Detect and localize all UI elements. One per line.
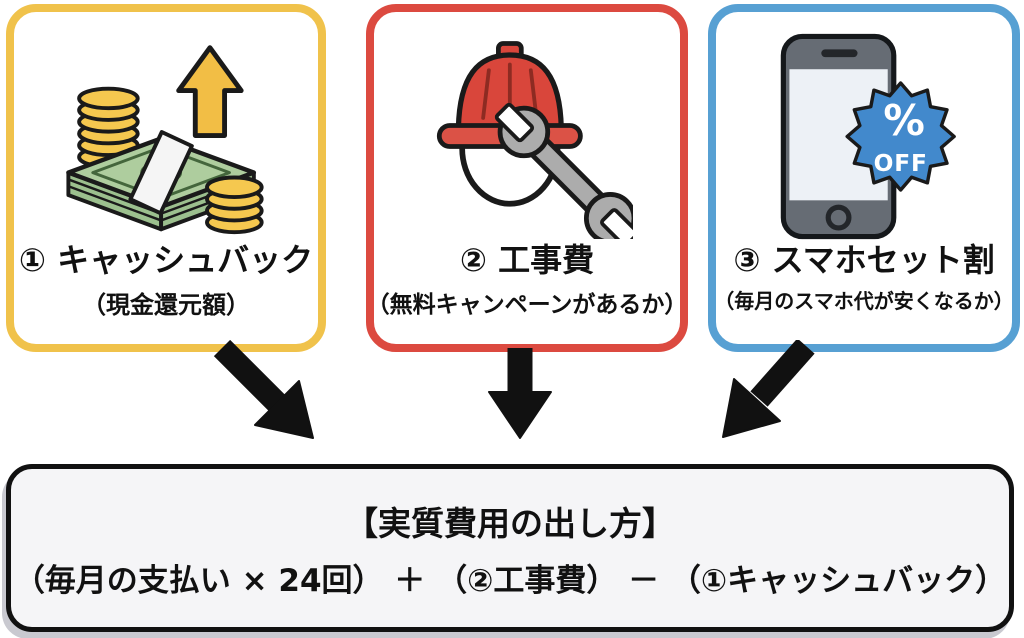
card-smartphone-discount: % OFF ③ スマホセット割 （毎月のスマホ代が安くなるか） bbox=[708, 4, 1020, 352]
summary-panel: 【実質費用の出し方】 （毎月の支払い × 24回） ＋ （②工事費） － （①キ… bbox=[6, 464, 1014, 632]
badge-off-text: OFF bbox=[874, 150, 928, 177]
cashback-money-icon bbox=[66, 44, 264, 234]
card-construction-fee-subtitle: （無料キャンペーンがあるか） bbox=[366, 291, 688, 318]
wrench-icon bbox=[494, 102, 633, 239]
arrow-cashback-down-icon bbox=[213, 340, 314, 439]
flow-arrows bbox=[213, 340, 815, 439]
arrow-smartphone-down-icon bbox=[722, 340, 815, 438]
badge-percent-text: % bbox=[883, 96, 924, 144]
smartphone-discount-icon: % OFF bbox=[780, 33, 956, 239]
coin-stack-right-icon bbox=[205, 175, 264, 234]
card-cashback: ① キャッシュバック （現金還元額） bbox=[6, 4, 326, 352]
card-smartphone-discount-subtitle: （毎月のスマホ代が安くなるか） bbox=[714, 288, 1014, 313]
card-cashback-subtitle: （現金還元額） bbox=[82, 290, 250, 319]
card-construction-fee: ② 工事費 （無料キャンペーンがあるか） bbox=[366, 4, 688, 352]
money-up-arrow-icon bbox=[176, 44, 244, 138]
percent-off-badge-icon: % OFF bbox=[845, 80, 956, 192]
smartphone-icon bbox=[780, 33, 897, 239]
arrow-construction-down-icon bbox=[488, 348, 552, 439]
card-cashback-title: ① キャッシュバック bbox=[18, 241, 314, 279]
cashback-money-icon bbox=[51, 32, 281, 240]
summary-formula: （毎月の支払い × 24回） ＋ （②工事費） － （①キャッシュバック） bbox=[13, 562, 1007, 599]
construction-helmet-wrench-icon bbox=[436, 40, 633, 239]
card-construction-fee-title: ② 工事費 bbox=[459, 241, 595, 279]
card-smartphone-discount-title: ③ スマホセット割 bbox=[733, 241, 995, 279]
construction-helmet-wrench-icon bbox=[421, 32, 633, 240]
smartphone-discount-icon: % OFF bbox=[771, 32, 957, 240]
summary-heading: 【実質費用の出し方】 bbox=[345, 503, 675, 543]
